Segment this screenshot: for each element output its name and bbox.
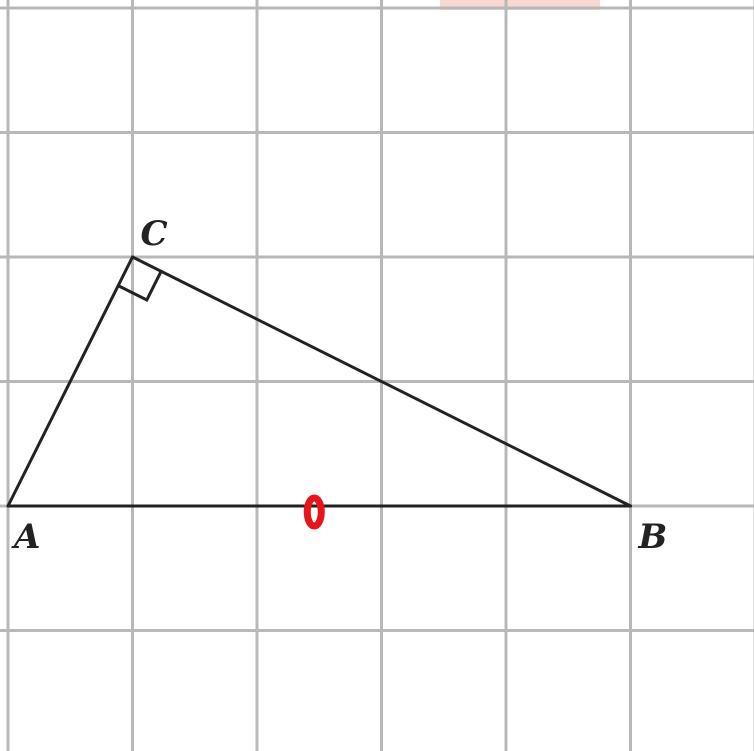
vertex-label-a: A (11, 517, 40, 557)
side-cb (131, 255, 632, 508)
top-edge-tint (440, 0, 600, 10)
side-ac (6, 255, 134, 508)
vertex-label-c: C (141, 214, 168, 254)
red-marker-ab[interactable] (303, 494, 325, 530)
vertex-label-b: B (638, 517, 668, 557)
right-angle-mark-c (117, 270, 163, 302)
